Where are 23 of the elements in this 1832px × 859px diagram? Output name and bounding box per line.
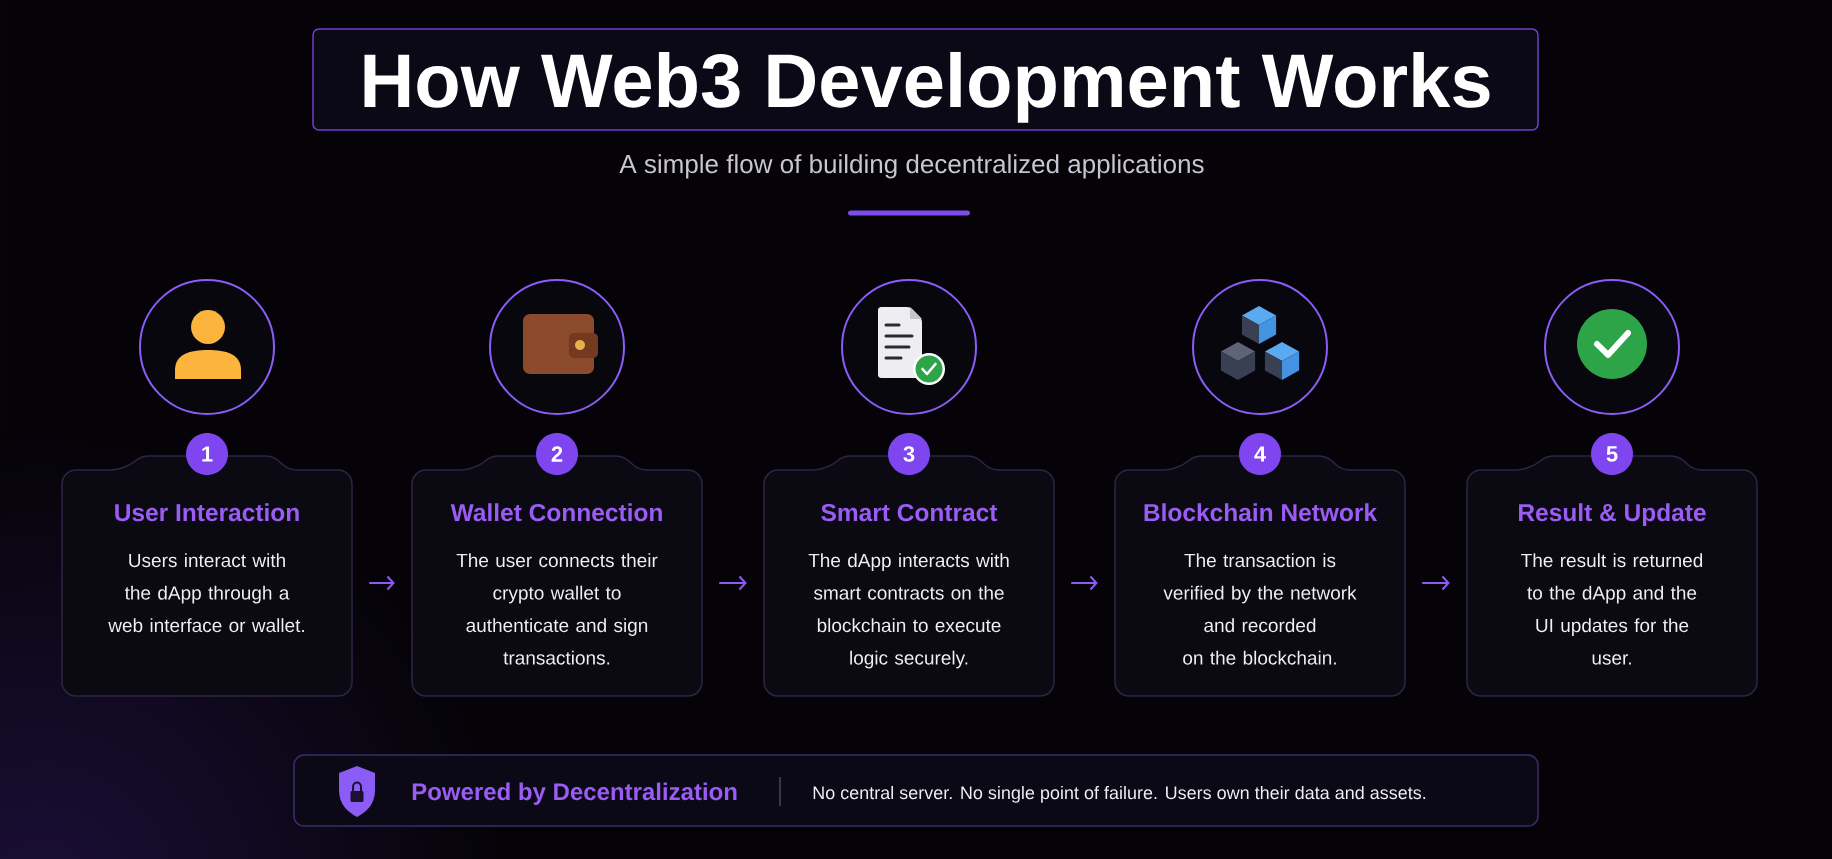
card-title: Result & Update bbox=[1519, 503, 1706, 527]
subtitle: A simple flow of building decentralized applications bbox=[619, 154, 1204, 179]
card-description: Users interact with the dApp through a web interface or wallet. bbox=[108, 553, 304, 633]
banner-text: No central server. No single point of failure. Users own their data and assets. bbox=[813, 785, 1426, 803]
arrow bbox=[1070, 575, 1098, 591]
arrow bbox=[368, 575, 395, 591]
card-title: Blockchain Network bbox=[1144, 503, 1378, 522]
number-badge: 2 bbox=[536, 433, 578, 475]
number-badge: 4 bbox=[1239, 433, 1281, 475]
number-badge: 1 bbox=[186, 433, 228, 475]
card-description: The transaction is verified by the network and recorded on the blockchain. bbox=[1163, 553, 1357, 665]
arrow bbox=[1421, 575, 1450, 591]
card-title: Smart Contract bbox=[821, 503, 998, 522]
card-title: User Interaction bbox=[115, 503, 299, 522]
card-description: The result is returned to the dApp and the UI updates for the user. bbox=[1521, 553, 1703, 665]
title-box: How Web3 Development Works bbox=[312, 28, 1539, 131]
card-title: Wallet Connection bbox=[450, 503, 662, 522]
arrow bbox=[718, 575, 747, 591]
card-description: The user connects their crypto wallet to authenticate and sign transactions. bbox=[456, 553, 658, 665]
number-badge: 3 bbox=[888, 433, 930, 475]
number-badge: 5 bbox=[1591, 433, 1633, 475]
card-description: The dApp interacts with smart contracts on the blockchain to execute logic securely. bbox=[808, 553, 1009, 669]
banner-heading: Powered by Decentralization bbox=[412, 782, 737, 805]
